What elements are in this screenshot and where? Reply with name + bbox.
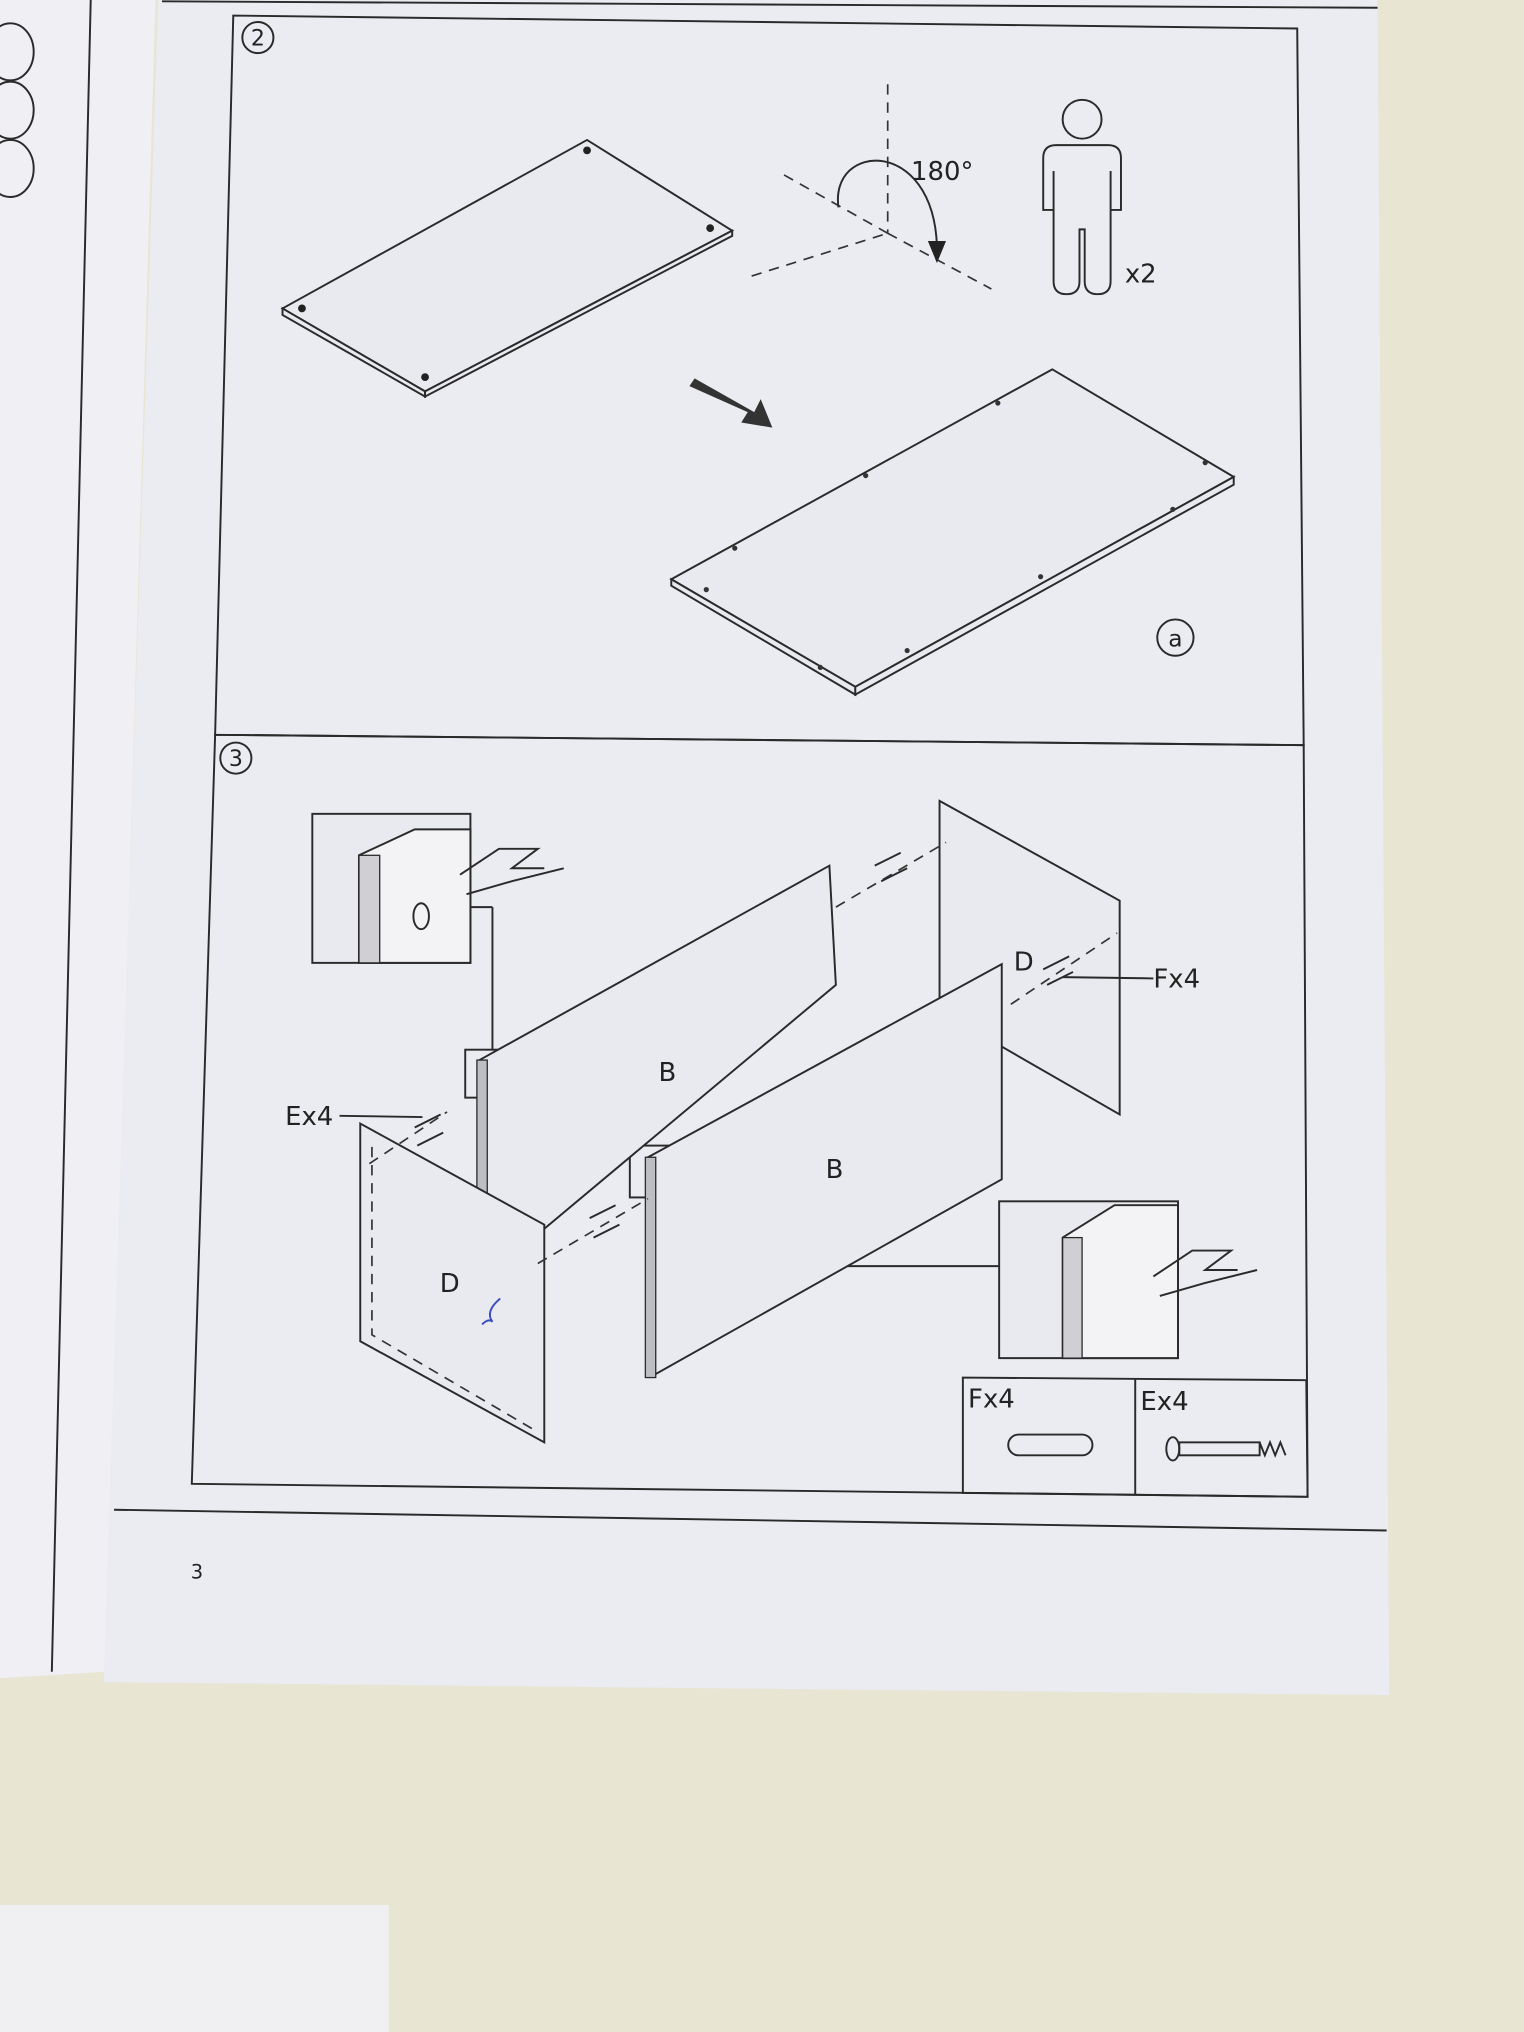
- arrow-icon: [689, 378, 773, 428]
- left-page: [0, 0, 156, 1679]
- callout-f: Fx4: [1153, 964, 1200, 994]
- panel-d-right-label: D: [1014, 948, 1034, 978]
- hand-pointer-icon: [1152, 1249, 1258, 1297]
- panel-a-circle: [1156, 618, 1195, 657]
- hand-pointer-icon: [459, 847, 564, 896]
- panel-a-label: a: [1168, 626, 1182, 653]
- people-count: x2: [1125, 260, 1157, 290]
- person-icon: [1042, 98, 1122, 296]
- rotation-label: 180°: [911, 157, 973, 187]
- step3-number-circle: [219, 741, 253, 775]
- parts-item-label: Ex4: [1140, 1387, 1188, 1417]
- main-page: [103, 0, 1390, 1696]
- dowel-icon: [1007, 1433, 1094, 1457]
- cam-bolt-icon: [1165, 1436, 1287, 1462]
- step2-number-circle: [241, 21, 275, 55]
- pen-check-mark: [481, 1297, 501, 1326]
- panel-b-top-label: B: [659, 1058, 677, 1088]
- parts-item-label: Fx4: [968, 1384, 1015, 1414]
- step3-number: 3: [229, 747, 243, 772]
- callout-e: Ex4: [285, 1102, 333, 1132]
- left-page-circles: [0, 22, 35, 198]
- footer-rule: [114, 1508, 1387, 1532]
- panel-b-front-label: B: [826, 1155, 844, 1185]
- detail-inset-top: [311, 812, 564, 1050]
- background-sheet: [0, 1905, 389, 2032]
- detail-inset-bottom: [666, 1198, 1258, 1360]
- parts-table: Fx4 Ex4: [961, 1376, 1309, 1498]
- step2-number: 2: [251, 26, 265, 51]
- rotate-180-icon: [751, 84, 992, 290]
- panel-d-left-label: D: [440, 1269, 460, 1299]
- panel-d-left: [359, 1121, 546, 1444]
- page-number: 3: [191, 1560, 203, 1583]
